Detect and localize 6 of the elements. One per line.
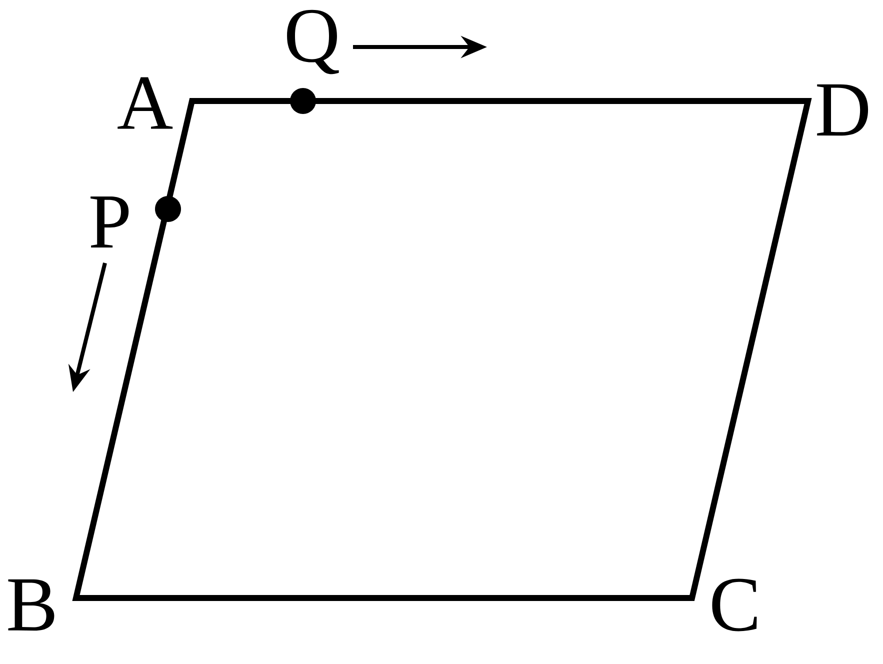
point-label: A bbox=[118, 77, 173, 129]
point-label: B bbox=[8, 579, 54, 631]
point-label: P bbox=[90, 196, 129, 248]
point-label: C bbox=[712, 578, 757, 632]
point-label: D bbox=[817, 84, 868, 136]
point-label: Q bbox=[287, 10, 339, 74]
